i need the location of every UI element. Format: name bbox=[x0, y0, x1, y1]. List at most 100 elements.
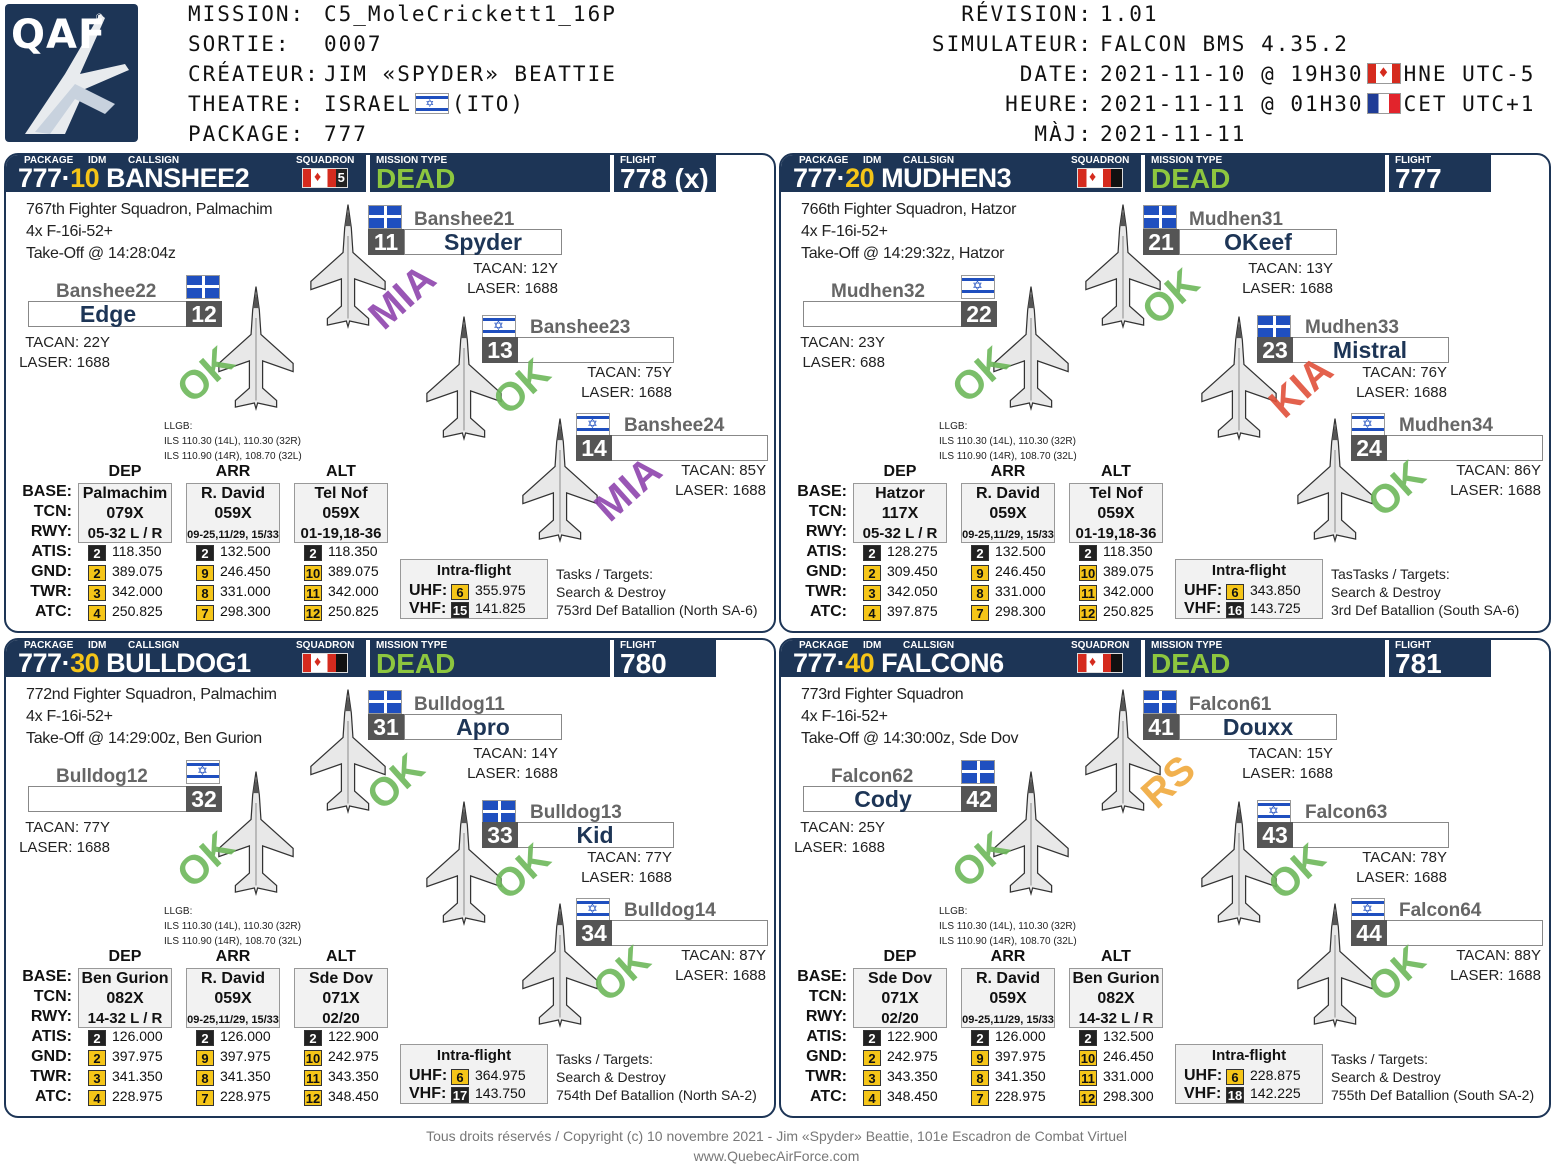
pilot-number: 32 bbox=[186, 786, 222, 812]
idm-number: 10 bbox=[70, 163, 100, 193]
laser: LASER: 688 bbox=[802, 354, 885, 371]
f16-jet-icon bbox=[1197, 800, 1281, 932]
intra-flight-title: Intra-flight bbox=[436, 1047, 512, 1064]
package-bar: PACKAGE IDM CALLSIGN SQUADRON 777·20 MUD… bbox=[781, 155, 1141, 193]
flight-number: 781 bbox=[1395, 648, 1442, 679]
airbase-tacan: 059X bbox=[214, 505, 252, 522]
frequency-value: 348.450 bbox=[887, 1088, 938, 1104]
flight-info: 767th Fighter Squadron, Palmachim 4x F-16… bbox=[26, 199, 273, 265]
task-line: 3rd Def Batallion (South SA-6) bbox=[1331, 602, 1520, 618]
pilot-number: 22 bbox=[961, 301, 997, 327]
package-number: 777 bbox=[793, 163, 837, 193]
frequency-value: 389.075 bbox=[112, 563, 163, 579]
channel-number: 2 bbox=[304, 545, 322, 561]
channel-number: 7 bbox=[971, 1090, 989, 1106]
uhf-frequency: 364.975 bbox=[475, 1067, 526, 1083]
pilot-number: 43 bbox=[1257, 822, 1293, 848]
airbase-box bbox=[961, 968, 1055, 1028]
pilot-callsign: Mudhen32 bbox=[831, 281, 925, 302]
channel-number: 2 bbox=[863, 1030, 881, 1046]
france-flag-icon bbox=[1366, 93, 1401, 114]
channel-number: 11 bbox=[1079, 585, 1097, 601]
uhf-label: UHF: bbox=[409, 582, 448, 599]
tacan: TACAN: 14Y bbox=[473, 745, 558, 762]
airbase-runway: 09-25,11/29, 15/33 bbox=[962, 529, 1054, 541]
callsign: BULLDOG1 bbox=[106, 648, 251, 678]
laser: LASER: 1688 bbox=[19, 839, 110, 856]
channel-number: 4 bbox=[863, 1090, 881, 1106]
airbase-box bbox=[853, 968, 947, 1028]
airbase-runway: 02/20 bbox=[322, 1010, 360, 1027]
vhf-label: VHF: bbox=[1184, 1085, 1222, 1102]
channel-number: 7 bbox=[196, 1090, 214, 1106]
channel-number: 2 bbox=[196, 1030, 214, 1046]
airbase-tacan: 059X bbox=[322, 505, 360, 522]
package-caption: PACKAGE bbox=[799, 640, 849, 651]
callsign-caption: CALLSIGN bbox=[903, 155, 955, 166]
channel-number: 12 bbox=[304, 1090, 322, 1106]
airbase-runway: 05-32 L / R bbox=[87, 525, 163, 542]
pilot-number: 44 bbox=[1351, 920, 1387, 946]
flight-panel: PACKAGE IDM CALLSIGN SQUADRON 777·20 MUD… bbox=[779, 153, 1551, 633]
pilot-name bbox=[1385, 920, 1543, 946]
airbase-box bbox=[78, 483, 172, 543]
package-callsign: 777·10 BANSHEE2 bbox=[18, 163, 250, 194]
qaf-logo: QAF ® bbox=[5, 4, 138, 142]
laser: LASER: 1688 bbox=[1356, 869, 1447, 886]
channel-number: 9 bbox=[971, 565, 989, 581]
channel-number: 2 bbox=[971, 545, 989, 561]
frequency-value: 397.975 bbox=[220, 1048, 271, 1064]
info-line: 4x F-16i-52+ bbox=[26, 223, 113, 240]
squadron-caption: SQUADRON bbox=[1071, 640, 1130, 651]
vhf-label: VHF: bbox=[409, 1085, 447, 1102]
airbase-name: Hatzor bbox=[875, 485, 925, 502]
info-line: Take-Off @ 14:29:00z, Ben Gurion bbox=[26, 730, 262, 747]
info-line: 4x F-16i-52+ bbox=[26, 708, 113, 725]
channel-number: 2 bbox=[1079, 545, 1097, 561]
info-line: 766th Fighter Squadron, Hatzor bbox=[801, 201, 1017, 218]
update-value: 2021-11-11 bbox=[1100, 122, 1247, 146]
vhf-channel: 18 bbox=[1226, 1087, 1244, 1103]
atc-row-label: ATC: bbox=[34, 1088, 72, 1105]
airbase-name: R. David bbox=[975, 970, 1040, 987]
pilot-name bbox=[803, 301, 963, 327]
flight-caption: FLIGHT bbox=[620, 155, 657, 166]
gnd-row-label: GND: bbox=[31, 563, 72, 580]
revision-value: 1.01 bbox=[1100, 2, 1159, 26]
frequency-value: 118.350 bbox=[328, 543, 378, 559]
airbase-tacan: 059X bbox=[989, 505, 1027, 522]
frequency-value: 298.300 bbox=[995, 603, 1046, 619]
frequency-value: 228.975 bbox=[995, 1088, 1046, 1104]
creator-value: JIM «SPYDER» BEATTIE bbox=[324, 62, 617, 86]
llgb-ils: LLGB:ILS 110.30 (14L), 110.30 (32R)ILS 1… bbox=[939, 904, 1077, 949]
llgb-line: ILS 110.90 (14R), 108.70 (32L) bbox=[164, 936, 302, 947]
channel-number: 8 bbox=[971, 1070, 989, 1086]
tcn-row-label: TCN: bbox=[33, 503, 72, 520]
frequency-value: 132.500 bbox=[995, 543, 1046, 559]
separator-dot: · bbox=[836, 163, 846, 193]
israel-flag-icon bbox=[576, 413, 610, 437]
info-line: 767th Fighter Squadron, Palmachim bbox=[26, 201, 273, 218]
flight-panel: PACKAGE IDM CALLSIGN SQUADRON 777·10 BAN… bbox=[4, 153, 776, 633]
package-number: 777 bbox=[18, 163, 62, 193]
pilot-callsign: Bulldog11 bbox=[414, 694, 505, 715]
